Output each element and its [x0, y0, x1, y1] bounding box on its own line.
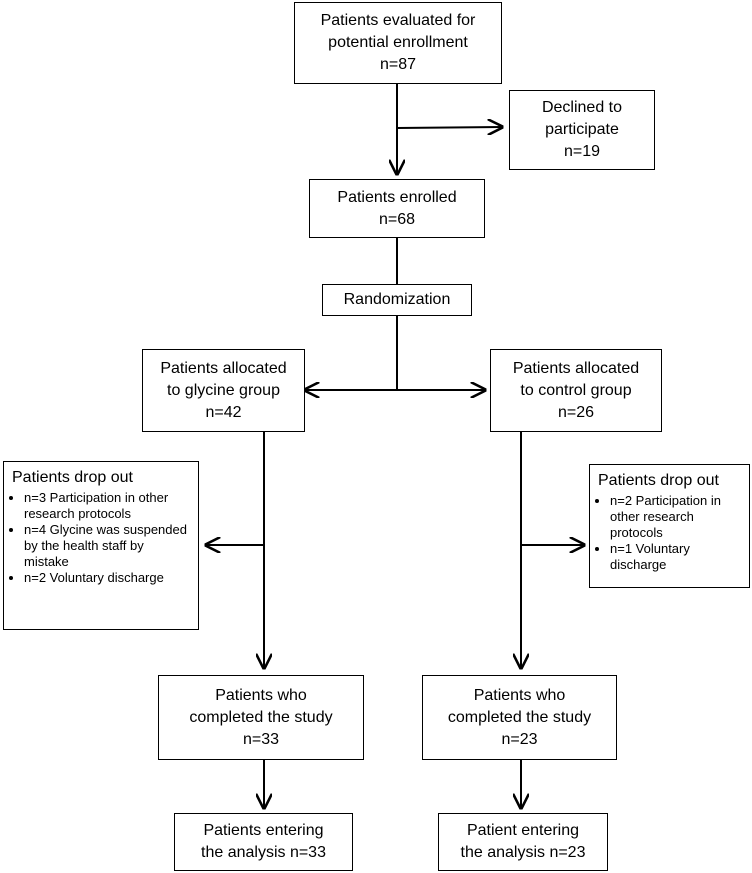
- box-line: n=19: [563, 143, 601, 160]
- dropout-item: n=2 Participation in other research prot…: [610, 493, 743, 541]
- box-line: participate: [545, 121, 619, 138]
- dropout-list: n=3 Participation in other research prot…: [10, 490, 192, 586]
- box-evaluated: Patients evaluated for potential enrollm…: [294, 2, 502, 84]
- dropout-title: Patients drop out: [598, 472, 719, 489]
- box-enrolled: Patients enrolled n=68: [309, 179, 485, 238]
- box-line: n=68: [378, 210, 416, 228]
- box-line: n=23: [501, 730, 538, 748]
- box-line: the analysis n=23: [460, 844, 586, 861]
- box-line: Patients who: [215, 686, 307, 704]
- box-line: Patient entering: [466, 822, 580, 839]
- box-randomization: Randomization: [322, 284, 472, 316]
- box-completed-glycine: Patients who completed the study n=33: [158, 675, 364, 760]
- box-glycine-group: Patients allocated to glycine group n=42: [142, 349, 305, 432]
- dropout-box-glycine: Patients drop out n=3 Participation in o…: [3, 461, 199, 630]
- box-line: completed the study: [189, 708, 333, 726]
- box-analysis-glycine: Patients entering the analysis n=33: [174, 813, 353, 871]
- dropout-item: n=3 Participation in other research prot…: [24, 490, 192, 522]
- box-declined: Declined to participate n=19: [509, 90, 655, 170]
- box-line: Patients allocated: [512, 359, 640, 377]
- box-line: n=26: [557, 403, 595, 421]
- box-line: Patients allocated: [160, 359, 287, 377]
- box-line: n=87: [379, 56, 417, 73]
- dropout-item: n=2 Voluntary discharge: [24, 570, 192, 586]
- box-line: Declined to: [541, 99, 623, 116]
- dropout-list: n=2 Participation in other research prot…: [596, 493, 743, 573]
- box-line: Patients who: [473, 686, 566, 704]
- dropout-item: n=1 Voluntary discharge: [610, 541, 743, 573]
- box-completed-control: Patients who completed the study n=23: [422, 675, 617, 760]
- box-line: Patients evaluated for: [320, 12, 476, 29]
- box-line: n=33: [242, 730, 280, 748]
- dropout-item: n=4 Glycine was suspended by the health …: [24, 522, 192, 570]
- box-line: Patients enrolled: [337, 188, 457, 206]
- dropout-title: Patients drop out: [12, 469, 133, 486]
- box-line: to control group: [520, 381, 632, 399]
- box-line: to glycine group: [167, 381, 280, 399]
- box-line: Patients entering: [203, 822, 324, 839]
- box-line: the analysis n=33: [201, 844, 326, 861]
- box-line: Randomization: [343, 291, 451, 308]
- arrow-to-declined: [396, 127, 502, 128]
- box-control-group: Patients allocated to control group n=26: [490, 349, 662, 432]
- box-line: completed the study: [447, 708, 592, 726]
- box-analysis-control: Patient entering the analysis n=23: [438, 813, 608, 871]
- box-line: potential enrollment: [328, 34, 468, 51]
- dropout-box-control: Patients drop out n=2 Participation in o…: [589, 464, 750, 588]
- box-line: n=42: [205, 403, 242, 421]
